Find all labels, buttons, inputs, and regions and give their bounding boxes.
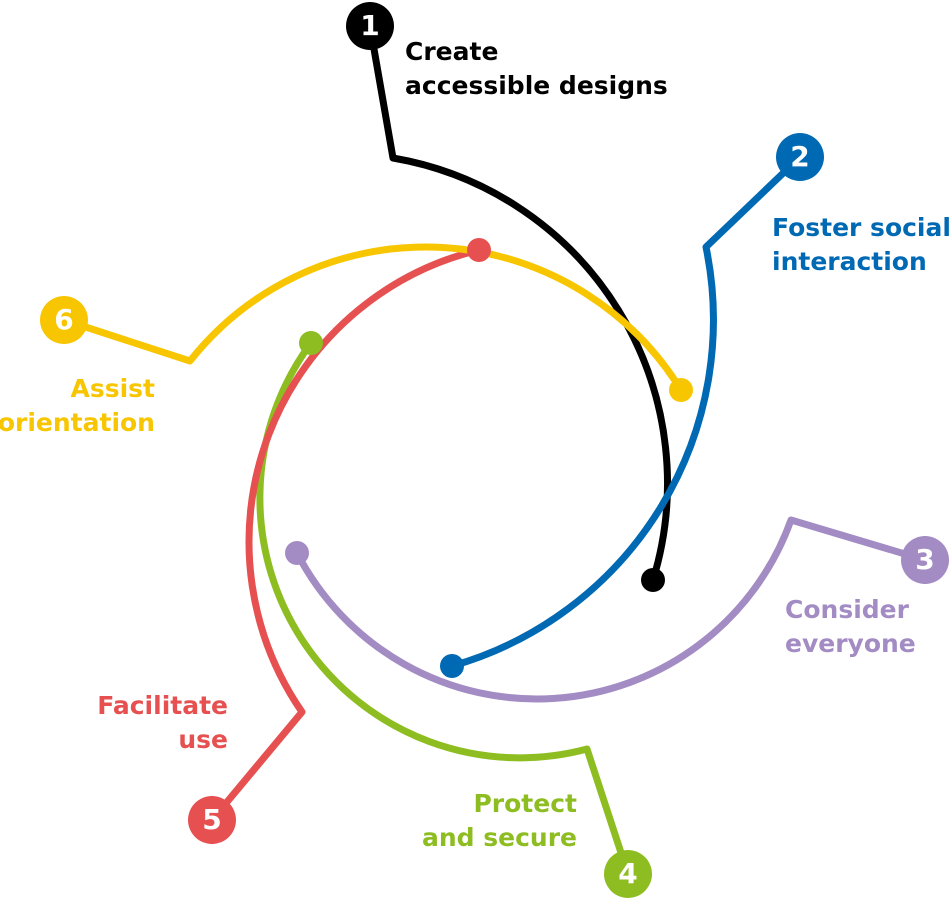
step-6-label: Assist orientation: [0, 372, 155, 440]
arc-end-dot-4: [299, 331, 323, 355]
step-1-badge: 1: [346, 2, 394, 50]
arc-end-dot-5: [467, 238, 491, 262]
arc-step-1: [366, 22, 671, 584]
arc-step-3: [293, 516, 929, 703]
step-5-label: Facilitate use: [97, 689, 228, 757]
step-3-label: Consider everyone: [785, 593, 916, 661]
arc-step-6: [60, 243, 685, 394]
step-3-badge: 3: [901, 536, 949, 584]
step-4-label-line1: Protect: [473, 789, 577, 818]
step-5-badge: 5: [188, 796, 236, 844]
step-6-badge: 6: [40, 296, 88, 344]
arc-step-5: [208, 246, 483, 824]
arc-end-dot-6: [669, 378, 693, 402]
step-1-label: Create accessible designs: [405, 35, 668, 103]
step-2-badge: 2: [776, 133, 824, 181]
step-2-label: Foster social interaction: [772, 211, 949, 279]
arc-end-dot-2: [440, 654, 464, 678]
step-2-label-line2: interaction: [772, 247, 927, 276]
step-2-label-line1: Foster social: [772, 213, 949, 242]
arc-step-2: [448, 153, 804, 670]
step-4-label-line2: and secure: [421, 823, 577, 852]
arc-end-dot-1: [641, 568, 665, 592]
step-4-badge: 4: [604, 850, 652, 898]
step-6-label-line1: Assist: [70, 374, 155, 403]
step-4-label: Protect and secure: [422, 787, 577, 855]
step-5-label-line1: Facilitate: [97, 691, 228, 720]
step-6-label-line2: orientation: [0, 408, 155, 437]
step-5-label-line2: use: [178, 725, 228, 754]
step-3-label-line2: everyone: [785, 629, 916, 658]
step-1-label-line2: accessible designs: [405, 71, 668, 100]
arc-end-dot-3: [285, 541, 309, 565]
step-3-label-line1: Consider: [785, 595, 909, 624]
step-1-label-line1: Create: [405, 37, 499, 66]
